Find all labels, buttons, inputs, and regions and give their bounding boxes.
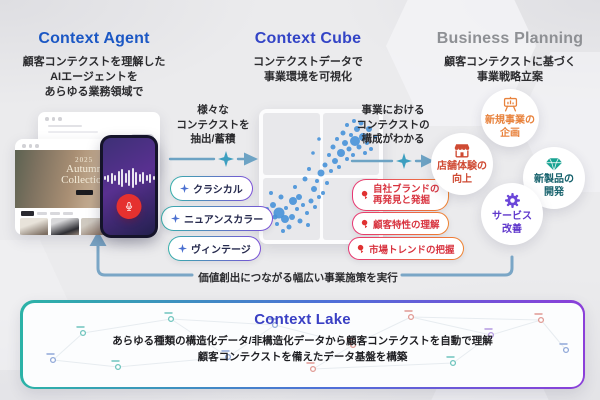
text-line: 顧客コンテクストを理解した [22, 56, 166, 68]
circle-label: 新規事業の 企画 [485, 115, 535, 140]
insight-tag-customer-traits: 顧客特性の理解 [352, 212, 449, 235]
tag-label: クラシカル [193, 185, 243, 196]
circle-label: 新製品の 開発 [534, 174, 574, 199]
text-line: 新規事業の [485, 115, 535, 126]
sparkle-icon [396, 153, 412, 169]
hero-title-line: Collection [61, 174, 107, 186]
pin-icon [361, 190, 368, 200]
pin-icon [357, 244, 364, 253]
text-line: 自社ブランドの [373, 183, 440, 195]
context-tag-nuance-color: ニュアンスカラー [161, 206, 273, 231]
context-lake-title: Context Lake [254, 310, 351, 328]
sparkle-arrow [168, 151, 258, 167]
text-line: 顧客コンテクストを備えたデータ基盤を構築 [197, 350, 408, 363]
data-network-graphic [45, 309, 569, 372]
window-controls [15, 139, 141, 148]
sparkle-icon [178, 244, 187, 253]
text-line: 事業環境を可視化 [264, 71, 352, 83]
sparkle-arrow [350, 153, 434, 169]
text-line: 開発 [544, 186, 564, 198]
circle-label: サービス 改善 [492, 211, 532, 236]
scatter-plot [265, 119, 377, 233]
context-lake-inner: Context Lake あらゆる種類の構造化データ/非構造化データから顧客コン… [22, 302, 583, 387]
text-line: あらゆる業務領域で [44, 86, 144, 98]
context-cube-description: コンテクストデータで 事業環境を可視化 [222, 55, 394, 85]
text-line: 構成がわかる [361, 133, 425, 145]
circle-label: 店舗体験の 向上 [437, 161, 487, 186]
context-lake-content: Context Lake あらゆる種類の構造化データ/非構造化データから顧客コン… [23, 303, 583, 365]
feedback-label: 価値創出につながる幅広い事業施策を実行 [198, 272, 398, 284]
thumbnail-tab-row [21, 210, 141, 216]
column-context-agent: Context Agent 顧客コンテクストを理解した AIエージェントを あら… [8, 30, 180, 100]
planning-circle-product-development: 新製品の 開発 [523, 147, 585, 209]
sparkle-icon [180, 184, 189, 193]
phone-mockup [100, 135, 158, 238]
hero-caption: 2025 Autumn Collection [61, 156, 107, 195]
pin-icon [361, 219, 368, 228]
placeholder-text [48, 124, 82, 127]
text-line: コンテクストを [176, 118, 250, 131]
context-cube-title: Context Cube [254, 30, 362, 47]
column-business-planning: Business Planning 顧客コンテクストに基づく 事業戦略立案 [420, 30, 600, 85]
context-tag-vintage: ヴィンテージ [168, 236, 261, 261]
text-line: コンテクストデータで [253, 56, 363, 68]
text-line: 改善 [502, 223, 522, 235]
step2-label: 事業における コンテクストの 構成がわかる [338, 103, 448, 147]
window-controls [38, 112, 160, 121]
text-line: AIエージェントを [50, 71, 138, 83]
voice-waveform [103, 168, 155, 188]
text-line: 事業戦略立案 [477, 71, 543, 83]
text-line: 企画 [500, 127, 520, 139]
sparkle-icon [218, 151, 234, 167]
tag-label: 顧客特性の理解 [373, 219, 440, 231]
context-tag-classical: クラシカル [170, 176, 253, 201]
planning-circle-store-experience: 店舗体験の 向上 [431, 133, 493, 195]
thumbnail [50, 217, 79, 235]
text-line: 事業における [361, 104, 425, 116]
thumbnail [20, 217, 48, 235]
text-line: 再発見と発掘 [373, 195, 431, 206]
tag-label: 自社ブランドの 再発見と発掘 [373, 184, 440, 207]
insight-tag-market-trends: 市場トレンドの把握 [348, 237, 464, 260]
tag-label: 市場トレンドの把握 [369, 244, 455, 256]
tag-label: ヴィンテージ [191, 245, 251, 256]
hero-title-line: Autumn [66, 162, 103, 175]
text-line: 抽出/蓄積 [190, 133, 236, 145]
text-line: コンテクストの [356, 118, 430, 131]
business-planning-title: Business Planning [436, 30, 584, 47]
text-line: 店舗体験の [437, 161, 487, 172]
placeholder-text [48, 131, 98, 133]
insight-tag-brand-rediscovery: 自社ブランドの 再発見と発掘 [352, 179, 449, 211]
gem-icon [545, 158, 563, 171]
planning-circle-service-improvement: サービス 改善 [481, 183, 543, 245]
voice-assistant-screen [103, 138, 155, 235]
mic-icon [125, 202, 133, 211]
sparkle-icon [171, 214, 180, 223]
mic-button [116, 194, 142, 219]
step1-label: 様々な コンテクストを 抽出/蓄積 [163, 103, 263, 147]
gear-icon [504, 193, 520, 208]
text-line: 新製品の [534, 174, 574, 185]
context-lake-description: あらゆる種類の構造化データ/非構造化データから顧客コンテクストを自動で理解 顧客… [23, 333, 583, 365]
context-lake-panel: Context Lake あらゆる種類の構造化データ/非構造化データから顧客コン… [20, 300, 585, 389]
context-cube-visualization [259, 109, 383, 244]
text-line: サービス [492, 211, 532, 222]
context-agent-title: Context Agent [38, 30, 150, 47]
feedback-loop-arrow [89, 231, 514, 277]
text-line: 顧客コンテクストに基づく [444, 56, 576, 68]
text-line: 様々な [197, 104, 229, 116]
planning-circle-new-business: 新規事業の 企画 [481, 89, 539, 147]
hero-cta-button [75, 189, 93, 195]
business-planning-description: 顧客コンテクストに基づく 事業戦略立案 [420, 55, 600, 85]
presentation-chart-icon [503, 96, 517, 112]
storefront-icon [454, 144, 470, 158]
column-context-cube: Context Cube コンテクストデータで 事業環境を可視化 [222, 30, 394, 85]
hero-year: 2025 [75, 155, 94, 164]
tag-label: ニュアンスカラー [184, 215, 264, 226]
quadrant-grid [263, 113, 379, 240]
context-agent-description: 顧客コンテクストを理解した AIエージェントを あらゆる業務領域で [8, 55, 180, 100]
text-line: あらゆる種類の構造化データ/非構造化データから顧客コンテクストを自動で理解 [112, 334, 493, 347]
text-line: 向上 [452, 173, 472, 185]
